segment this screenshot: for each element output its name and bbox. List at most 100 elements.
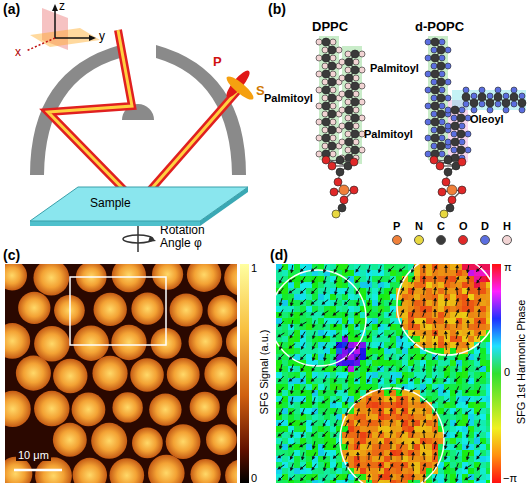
phase-pixel (474, 408, 481, 415)
atom (444, 168, 452, 176)
phase-pixel (384, 360, 391, 367)
phase-pixel (450, 330, 457, 337)
orientation-arrow (323, 343, 327, 350)
phase-pixel (324, 348, 331, 355)
domain-outline (397, 264, 490, 355)
phase-pixel (288, 306, 295, 313)
orientation-arrow (311, 421, 317, 426)
arrowhead (301, 390, 305, 394)
phase-pixel (378, 408, 385, 415)
phase-pixel (276, 420, 283, 427)
orientation-arrow (356, 266, 361, 273)
phase-pixel (294, 342, 301, 349)
phase-pixel (288, 474, 295, 481)
phase-pixel (462, 366, 469, 373)
phase-pixel (330, 366, 337, 373)
phase-pixel (294, 402, 301, 409)
orientation-arrow (323, 409, 327, 416)
arrowhead (346, 420, 350, 424)
phase-pixel (480, 282, 487, 289)
phase-pixel (306, 438, 313, 445)
orientation-arrow (323, 332, 327, 339)
orientation-arrow (355, 365, 361, 370)
phase-pixel (438, 264, 445, 271)
arrowhead (290, 467, 294, 471)
domain-blob (131, 293, 163, 325)
phase-pixel (462, 408, 469, 415)
phase-pixel (474, 324, 481, 331)
phase-pixel (282, 378, 289, 385)
phase-pixel (288, 468, 295, 475)
phase-pixel (408, 306, 415, 313)
phase-pixel (282, 402, 289, 409)
atom (444, 156, 452, 164)
phase-pixel (348, 426, 355, 433)
atom (457, 114, 465, 122)
arrowhead (323, 280, 327, 283)
orientation-arrow (301, 277, 305, 284)
phase-pixel (342, 390, 349, 397)
phase-pixel (318, 306, 325, 313)
phase-pixel (438, 480, 445, 483)
atom (486, 99, 494, 107)
phase-pixel (468, 444, 475, 451)
arrowhead (278, 466, 282, 469)
orientation-arrow (301, 332, 305, 339)
phase-pixel (426, 336, 433, 343)
phase-pixel (312, 288, 319, 295)
phase-pixel (312, 330, 319, 337)
phase-pixel (486, 450, 490, 457)
atom (487, 93, 493, 99)
orientation-arrow (322, 311, 329, 315)
phase-pixel (486, 408, 490, 415)
phase-pixel (420, 372, 427, 379)
phase-pixel (444, 432, 451, 439)
phase-pixel (426, 462, 433, 469)
phase-pixel (438, 342, 445, 349)
phase-pixel (402, 456, 409, 463)
phase-pixel (486, 378, 490, 385)
phase-pixel (414, 336, 421, 343)
phase-pixel (372, 360, 379, 367)
domain-blob (94, 293, 127, 326)
phase-pixel (288, 462, 295, 469)
arrowhead (344, 301, 348, 305)
arrowhead (345, 368, 348, 372)
phase-pixel (426, 270, 433, 277)
phase-pixel (312, 294, 319, 301)
phase-pixel (312, 480, 319, 483)
phase-pixel (306, 318, 313, 325)
orientation-arrow (334, 419, 337, 426)
arrowhead (345, 441, 349, 444)
phase-pixel (450, 264, 457, 271)
phase-pixel (486, 264, 490, 271)
phase-pixel (450, 414, 457, 421)
arrowhead (333, 367, 337, 371)
orientation-arrow (345, 342, 348, 349)
phase-pixel (294, 324, 301, 331)
orientation-arrow (289, 344, 295, 349)
phase-pixel (324, 432, 331, 439)
phase-pixel (408, 372, 415, 379)
phase-pixel (426, 414, 433, 421)
atom (437, 94, 445, 102)
phase-pixel (438, 330, 445, 337)
arrowhead (300, 268, 304, 272)
atom (495, 87, 501, 93)
phase-pixel (426, 282, 433, 289)
phase-pixel (348, 480, 355, 483)
phase-pixel (294, 378, 301, 385)
atom (503, 107, 509, 113)
phase-pixel (486, 456, 490, 463)
atom (316, 55, 322, 61)
phase-pixel (486, 480, 490, 483)
domain-blob (166, 424, 201, 459)
atom (458, 158, 466, 166)
phase-pixel (432, 420, 439, 427)
phase-pixel (360, 378, 367, 385)
arrowhead (322, 312, 326, 315)
phase-pixel (384, 426, 391, 433)
phase-pixel (432, 354, 439, 361)
orientation-arrow (333, 311, 339, 316)
atom (345, 90, 353, 98)
